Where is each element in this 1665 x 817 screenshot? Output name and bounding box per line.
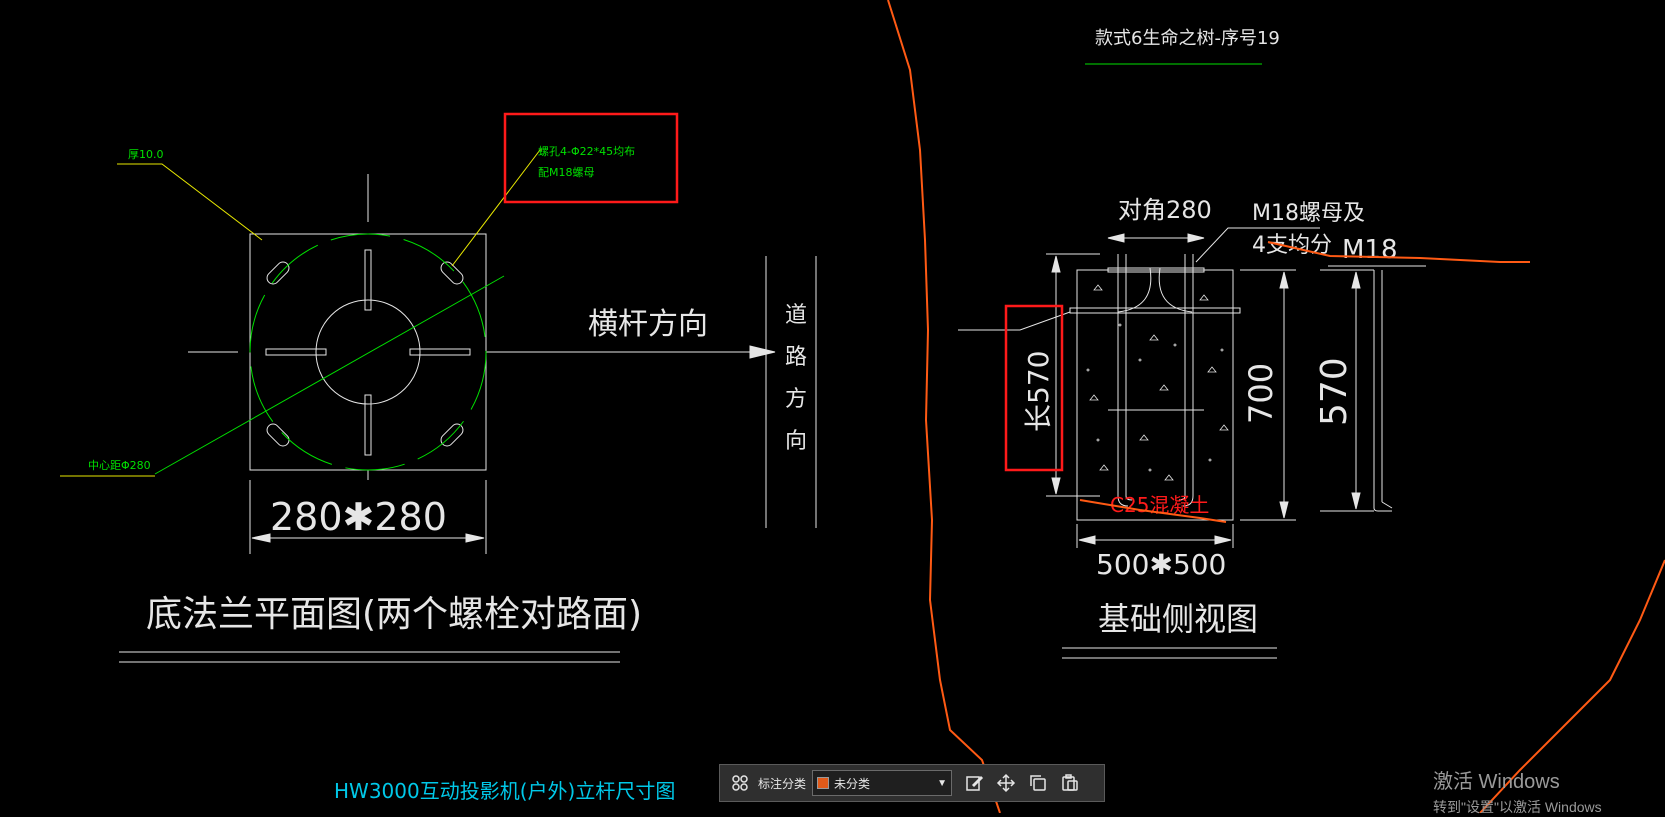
hole-label-line1: 螺孔4-Φ22*45均布	[538, 145, 635, 158]
hole-label-line2: 配M18螺母	[538, 166, 595, 179]
center-distance-label: 中心距Φ280	[88, 459, 151, 472]
paste-icon[interactable]	[1054, 768, 1086, 798]
height-570-label: 570	[1314, 357, 1355, 426]
length-label: 长570	[1022, 351, 1055, 432]
hole-leader	[451, 149, 542, 267]
plan-caption: 底法兰平面图(两个螺栓对路面)	[146, 594, 642, 635]
road-char-1: 道	[785, 303, 807, 328]
copy-icon[interactable]	[1022, 768, 1054, 798]
road-char-3: 方	[785, 387, 807, 412]
chevron-down-icon: ▼	[937, 777, 948, 789]
diagonal-label: 对角280	[1118, 196, 1212, 224]
flange-plan-view	[119, 174, 817, 663]
road-char-4: 向	[785, 429, 807, 454]
category-select-value: 未分类	[834, 776, 871, 791]
concrete-hatch	[1086, 284, 1229, 481]
markup-orange-curve-right[interactable]	[1479, 559, 1665, 813]
thickness-label: 厚10.0	[128, 148, 164, 161]
bolt-size-label: M18	[1342, 235, 1398, 265]
diagonal-green-line	[154, 275, 505, 475]
road-char-2: 路	[785, 345, 807, 370]
center-circle	[315, 299, 421, 405]
direction-label: 横杆方向	[588, 307, 708, 342]
foundation-block	[1076, 269, 1234, 521]
category-label: 标注分类	[758, 776, 807, 791]
category-color-swatch	[817, 777, 830, 789]
width-dimension: 500✱500	[1096, 548, 1226, 581]
markup-orange-line-bottom[interactable]	[1079, 499, 1227, 523]
markup-orange-curve-center[interactable]	[887, 0, 1001, 813]
bolt-label-line1: M18螺母及	[1252, 201, 1365, 226]
side-view-caption: 基础侧视图	[1098, 600, 1258, 638]
edit-icon[interactable]	[958, 768, 990, 798]
move-icon[interactable]	[990, 768, 1022, 798]
markup-box-hole[interactable]	[503, 112, 679, 204]
category-select[interactable]: 未分类 ▼	[812, 770, 953, 796]
plan-dimension: 280✱280	[270, 495, 447, 539]
windows-activation-watermark: 激活 Windows	[1433, 771, 1560, 793]
title-top: 款式6生命之树-序号19	[1095, 28, 1280, 49]
windows-activation-subtitle: 转到"设置"以激活 Windows	[1433, 799, 1602, 815]
annotation-toolbar: 标注分类 未分类 ▼	[719, 764, 1105, 802]
height-700-label: 700	[1242, 363, 1280, 424]
thickness-leader	[117, 163, 263, 241]
pitch-circle	[249, 233, 487, 471]
drawing-bottom-title: HW3000互动投影机(户外)立杆尺寸图	[334, 779, 675, 803]
markup-box-length[interactable]	[1004, 304, 1064, 472]
foundation-side-view	[958, 227, 1426, 659]
markup-orange-line-top[interactable]	[1267, 241, 1530, 263]
grid-icon[interactable]	[724, 768, 756, 798]
